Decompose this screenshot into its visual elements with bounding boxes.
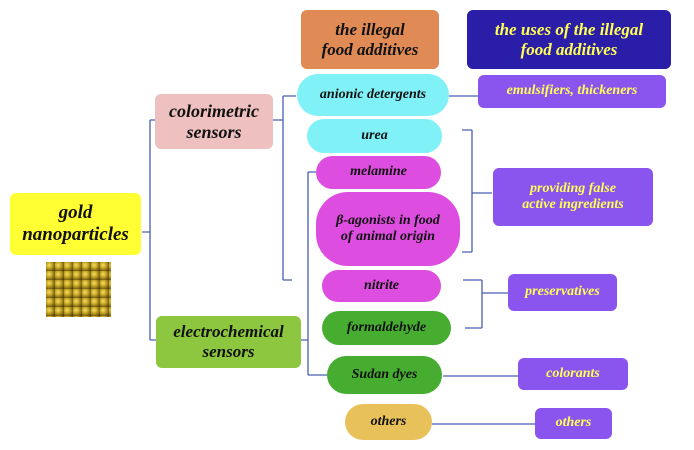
additive-nitrite: nitrite [322,270,441,302]
additive-beta-agonists: β-agonists in food of animal origin [316,192,460,266]
gold-nanoparticle-lattice-image [46,262,111,317]
gold-nanoparticles-node: gold nanoparticles [10,193,141,255]
electrochemical-sensors-node: electrochemical sensors [156,316,301,368]
use-preservatives: preservatives [508,274,617,311]
additive-anionic-detergents: anionic detergents [297,74,449,116]
additive-sudan-dyes: Sudan dyes [327,356,442,394]
use-colorants: colorants [518,358,628,390]
additive-urea: urea [307,119,442,153]
additive-formaldehyde: formaldehyde [322,311,451,345]
use-others: others [535,408,612,439]
use-emulsifiers-thickeners: emulsifiers, thickeners [478,75,666,108]
colorimetric-sensors-node: colorimetric sensors [155,94,273,149]
use-false-active-ingredients: providing false active ingredients [493,168,653,226]
additive-melamine: melamine [316,156,441,189]
illegal-additives-header: the illegal food additives [301,10,439,69]
additive-others: others [345,404,432,440]
uses-header: the uses of the illegal food additives [467,10,671,69]
